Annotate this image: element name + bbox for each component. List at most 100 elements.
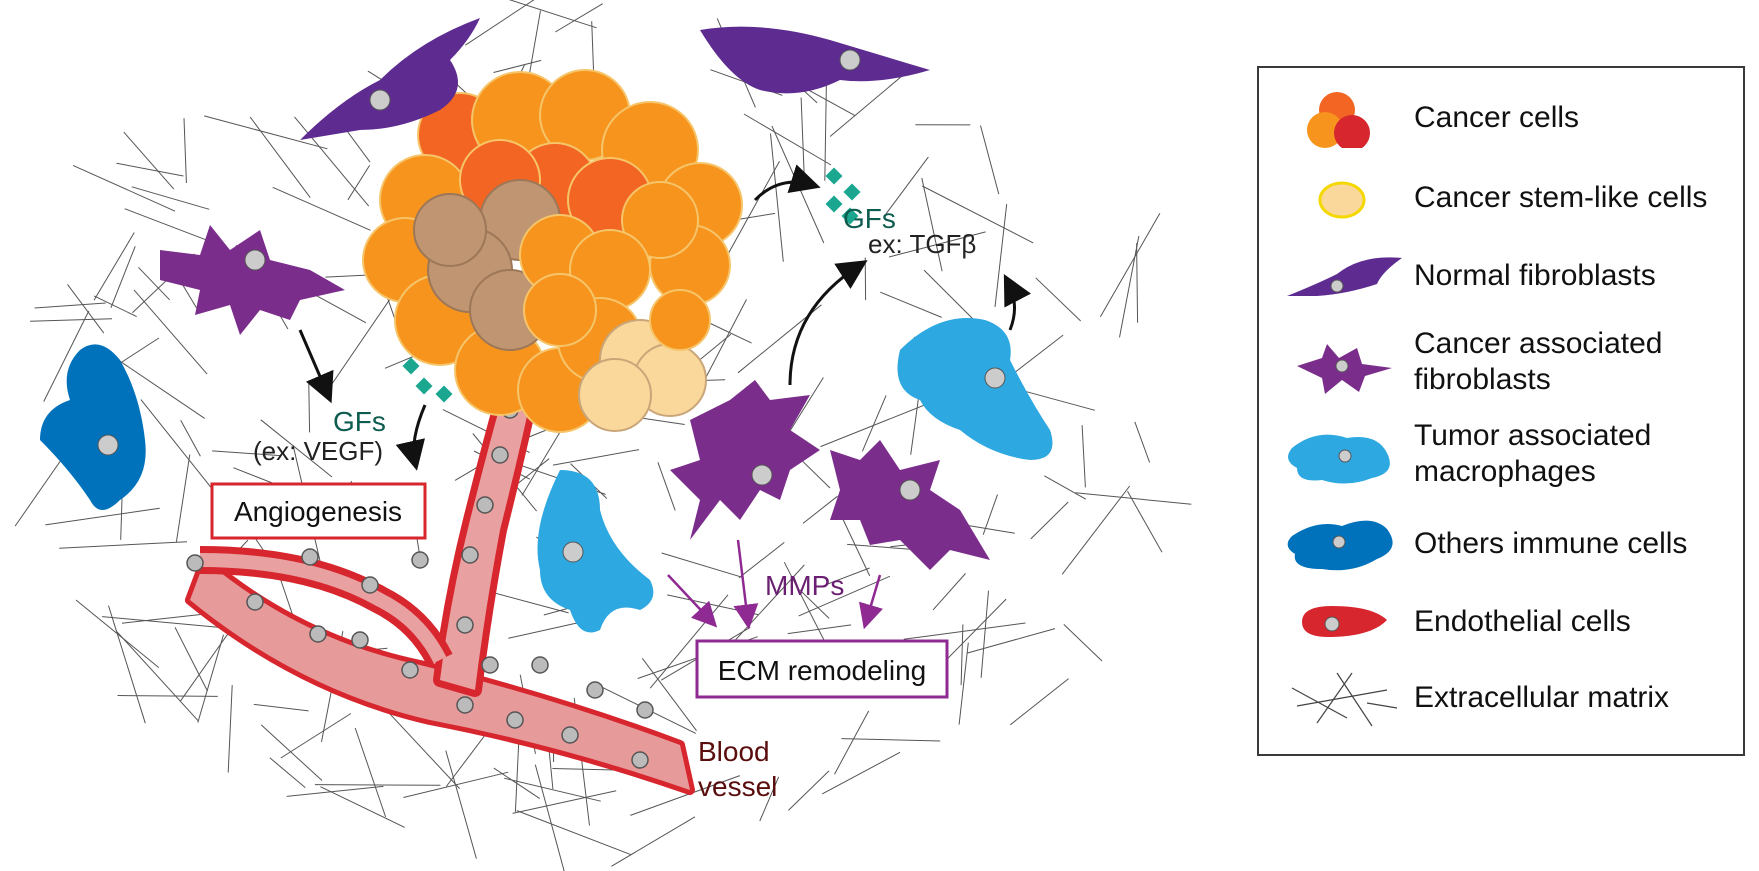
- ecm-fiber: [227, 685, 233, 773]
- ecm-fiber: [493, 59, 542, 73]
- ecm-fiber: [657, 462, 676, 511]
- ecm-fiber: [725, 160, 780, 258]
- ecm-fiber: [834, 710, 870, 775]
- ecm-fiber: [320, 786, 405, 828]
- ecm-fiber: [354, 727, 387, 818]
- ecm-fiber: [958, 642, 969, 725]
- caf-left: [160, 225, 345, 335]
- ecm-fiber: [800, 97, 806, 188]
- ecm-fiber: [641, 658, 697, 731]
- legend-label: Normal fibroblasts: [1414, 259, 1656, 292]
- ecm-fiber: [280, 713, 352, 759]
- gfs-vegf-label: GFs: [333, 406, 386, 437]
- gfs-tgf-label: GFs: [843, 203, 896, 234]
- ecm-fiber: [43, 310, 90, 402]
- normal-fibroblast-top-left: [300, 18, 480, 140]
- ecm-fiber: [788, 770, 830, 811]
- ecm-fiber: [611, 816, 696, 867]
- ecm-fiber: [630, 775, 740, 816]
- ecm-fiber: [308, 384, 311, 433]
- ecm-fiber: [93, 232, 135, 301]
- legend-label: Tumor associated: [1414, 419, 1652, 452]
- ecm-fiber: [1075, 492, 1192, 505]
- caf-center: [670, 380, 820, 540]
- ecm-fiber: [272, 186, 371, 231]
- angiogenesis-box: Angiogenesis: [210, 482, 427, 540]
- ecm-fiber: [1063, 624, 1103, 662]
- ecm-fiber: [175, 454, 191, 542]
- ecm-fiber: [121, 612, 215, 624]
- ecm-fiber: [253, 703, 309, 712]
- arrows: [298, 164, 1032, 630]
- ecm-fiber: [102, 616, 219, 628]
- ecm-fiber: [994, 204, 1008, 307]
- tumor-cluster: [362, 69, 743, 433]
- tgf-example-label: ex: TGFβ: [868, 229, 976, 259]
- ecm-fiber: [966, 628, 1056, 654]
- legend-item-stem-cells: Cancer stem-like cells: [1259, 168, 1743, 228]
- legend-item-normal-fibroblasts: Normal fibroblasts: [1259, 244, 1743, 304]
- macrophage-right: [897, 318, 1053, 460]
- ecm-fiber: [34, 302, 106, 309]
- ecm-fiber: [504, 777, 601, 802]
- legend-label: Endothelial cells: [1414, 605, 1631, 638]
- macrophage-icon: [1288, 434, 1390, 484]
- ecm-fiber: [960, 624, 964, 686]
- ecm-fiber: [110, 246, 136, 308]
- vegf-example-label: (ex: VEGF): [253, 436, 383, 466]
- ecm-fiber: [555, 3, 603, 33]
- ecm-fiber: [534, 764, 565, 871]
- ecm-icon: [1291, 672, 1398, 727]
- ecm-fiber: [140, 399, 221, 500]
- ecm-fiber: [798, 575, 891, 617]
- ecm-fiber: [1119, 236, 1140, 338]
- immune-cell-left: [40, 344, 146, 510]
- ecm-fiber: [738, 542, 785, 579]
- ecm-fiber: [45, 507, 160, 526]
- ecm-fiber: [802, 495, 838, 524]
- ecm-fiber: [1030, 501, 1069, 540]
- ecm-fiber: [180, 420, 201, 457]
- ecm-fiber: [72, 164, 176, 212]
- ecm-fiber: [59, 541, 188, 549]
- ecm-fiber: [1024, 390, 1096, 411]
- ecm-fiber: [75, 599, 160, 668]
- ecm-fiber: [841, 738, 941, 742]
- legend-item-caf: Cancer associated fibroblasts: [1259, 326, 1743, 406]
- ecm-fiber: [286, 785, 384, 797]
- ecm-fiber: [841, 517, 871, 577]
- ecm-fiber: [138, 266, 170, 301]
- ecm-fiber: [508, 622, 578, 639]
- legend-label: Cancer cells: [1414, 101, 1580, 134]
- ecm-fiber: [829, 65, 915, 137]
- ecm-remodeling-label: ECM remodeling: [718, 655, 927, 686]
- macrophage-middle: [537, 470, 654, 633]
- ecm-fiber: [197, 634, 224, 723]
- ecm-fiber: [124, 208, 221, 246]
- ecm-fiber: [1099, 212, 1161, 318]
- ecm-fiber: [465, 0, 535, 46]
- ecm-fiber: [1127, 491, 1163, 553]
- ecm-fiber: [821, 751, 901, 795]
- ecm-fiber: [1134, 421, 1151, 463]
- ecm-fiber: [204, 115, 328, 150]
- ecm-fiber: [1136, 243, 1139, 323]
- ecm-fiber: [260, 419, 333, 478]
- ecm-fiber: [923, 269, 978, 324]
- legend-label: Others immune cells: [1414, 527, 1688, 560]
- ecm-fiber: [980, 590, 989, 678]
- ecm-fiber: [1009, 678, 1069, 726]
- ecm-fiber: [30, 318, 113, 322]
- ecm-fiber: [116, 631, 199, 722]
- ecm-fiber: [770, 133, 784, 262]
- normal-fibroblast-icon: [1287, 257, 1402, 296]
- ecm-fiber: [116, 162, 184, 177]
- ecm-fiber: [123, 131, 175, 190]
- growth-factors-right: [825, 167, 861, 225]
- stem-cell-icon: [1318, 181, 1366, 219]
- ecm-fiber: [922, 185, 1034, 244]
- immune-cell-icon: [1287, 520, 1393, 571]
- mmps-label: MMPs: [765, 570, 844, 601]
- ecm-fiber: [212, 450, 281, 457]
- ecm-fiber: [117, 695, 218, 697]
